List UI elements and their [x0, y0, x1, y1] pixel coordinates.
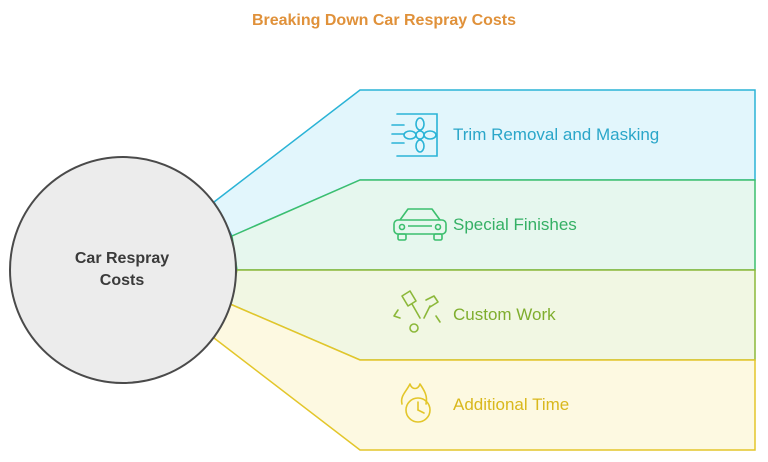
label-trim-removal: Trim Removal and Masking [453, 125, 660, 144]
label-custom-work: Custom Work [453, 305, 556, 324]
center-circle [9, 156, 237, 384]
label-additional-time: Additional Time [453, 395, 570, 414]
center-label: Car Respray Costs [12, 248, 232, 292]
car-front-icon [393, 208, 447, 241]
label-special-finishes: Special Finishes [453, 215, 577, 234]
fire-clock-icon [400, 383, 431, 423]
flower-masking-icon [391, 113, 438, 157]
center-label-line2: Costs [99, 272, 145, 289]
tools-icon [393, 290, 441, 333]
center-label-line1: Car Respray [74, 250, 170, 267]
diagram-title: Breaking Down Car Respray Costs [251, 12, 517, 29]
